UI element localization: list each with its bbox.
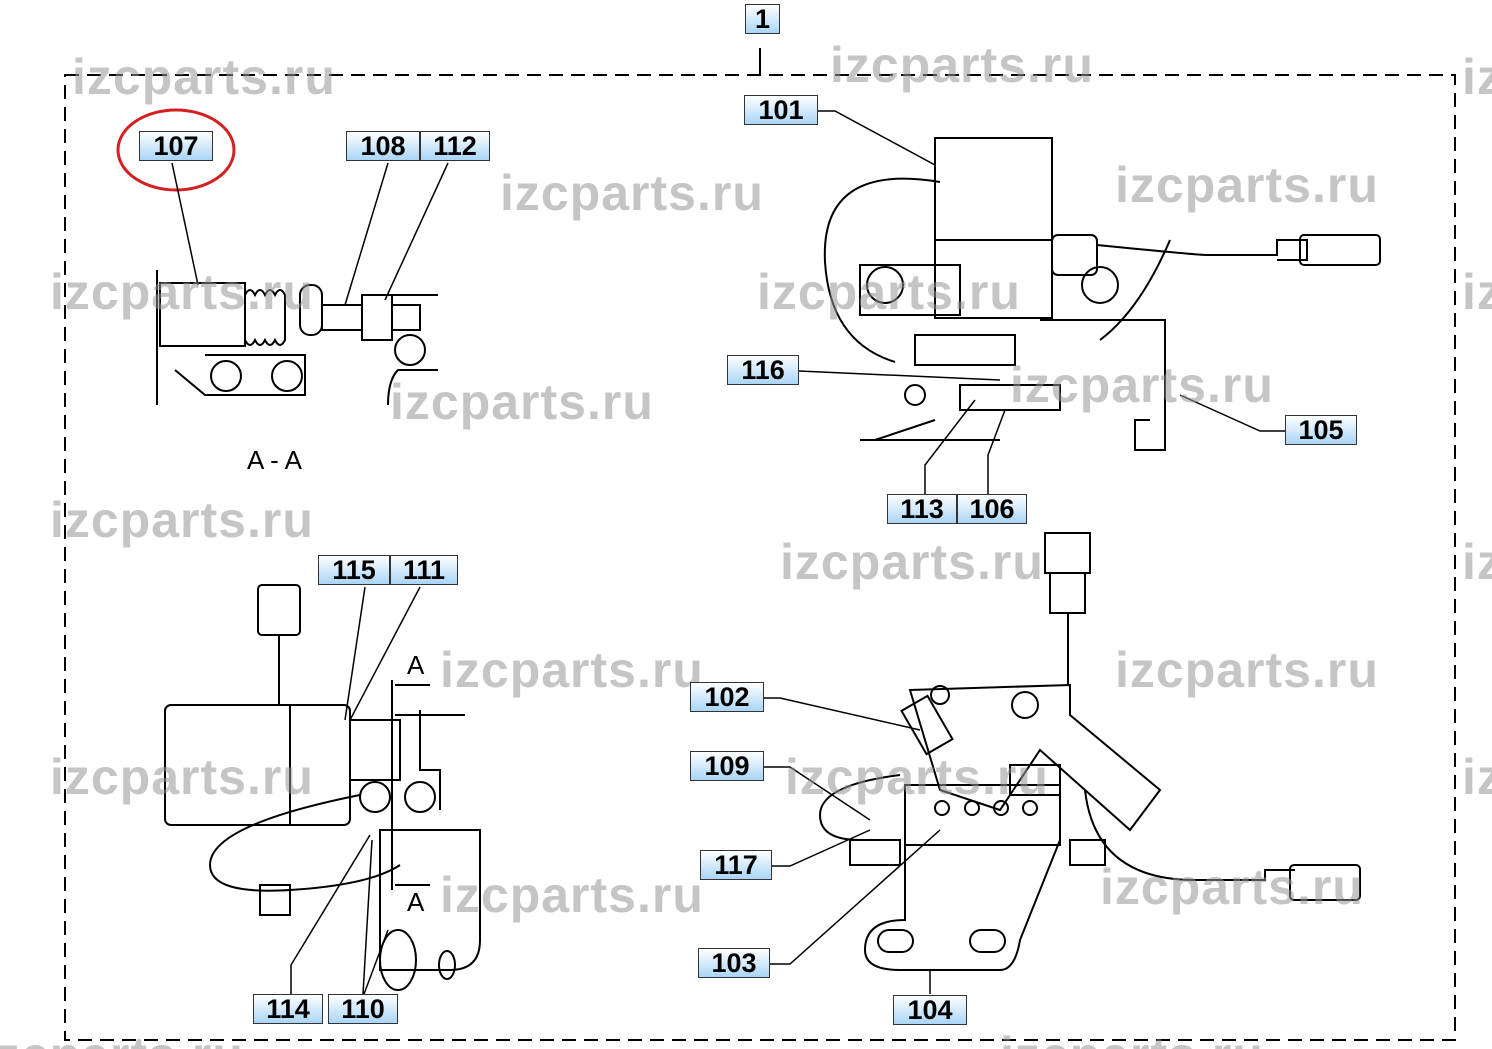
actuator-assembly-bottom-right (818, 532, 1361, 971)
callout-105[interactable]: 105 (1285, 415, 1357, 445)
watermark: izcparts.ru (757, 264, 1021, 320)
watermark: izcparts.ru (1462, 264, 1492, 320)
callout-104[interactable]: 104 (893, 995, 967, 1025)
watermark: izcparts.ru (50, 264, 314, 320)
actuator-assembly-bottom-left (164, 584, 481, 991)
callout-101[interactable]: 101 (744, 95, 818, 125)
callout-113[interactable]: 113 (887, 494, 957, 524)
watermark: izcparts.ru (1462, 749, 1492, 805)
watermark: izcparts.ru (72, 49, 336, 105)
section-label: A - A (247, 445, 302, 475)
callout-109[interactable]: 109 (690, 751, 764, 781)
watermark: izcparts.ru (1115, 642, 1379, 698)
callout-115[interactable]: 115 (318, 555, 390, 585)
watermark: izcparts.ru (440, 642, 704, 698)
callout-111[interactable]: 111 (390, 555, 458, 585)
callout-112[interactable]: 112 (420, 131, 490, 161)
callout-114[interactable]: 114 (253, 994, 323, 1024)
watermark: izcparts.ru (1100, 859, 1364, 915)
section-marker: A (407, 887, 425, 917)
section-marker: A (407, 650, 425, 680)
callout-117[interactable]: 117 (700, 850, 772, 880)
watermark: izcparts.ru (1462, 49, 1492, 105)
callout-103[interactable]: 103 (698, 948, 770, 978)
watermark: izcparts.ru (50, 492, 314, 548)
callout-110[interactable]: 110 (328, 994, 398, 1024)
watermark: izcparts.ru (780, 534, 1044, 590)
section-view-a-a (156, 270, 438, 406)
watermark: izcparts.ru (500, 165, 764, 221)
callout-1[interactable]: 1 (745, 4, 780, 34)
watermark: izcparts.ru (1010, 357, 1274, 413)
callout-108[interactable]: 108 (346, 131, 420, 161)
callout-102[interactable]: 102 (690, 682, 764, 712)
watermark: izcparts.ru (1000, 1030, 1264, 1049)
watermark: izcparts.ru (1462, 534, 1492, 590)
watermark: izcparts.ru (50, 749, 314, 805)
watermark: izcparts.ru (830, 37, 1094, 93)
watermark: izcparts.ru (440, 867, 704, 923)
watermark: izcparts.ru (0, 1030, 244, 1049)
watermark: izcparts.ru (1115, 157, 1379, 213)
highlight-ring (116, 108, 236, 192)
callout-106[interactable]: 106 (957, 494, 1027, 524)
actuator-assembly-top (823, 137, 1381, 451)
watermark: izcparts.ru (785, 749, 1049, 805)
callout-116[interactable]: 116 (727, 355, 799, 385)
callout-107[interactable]: 107 (139, 131, 213, 161)
watermark: izcparts.ru (390, 374, 654, 430)
